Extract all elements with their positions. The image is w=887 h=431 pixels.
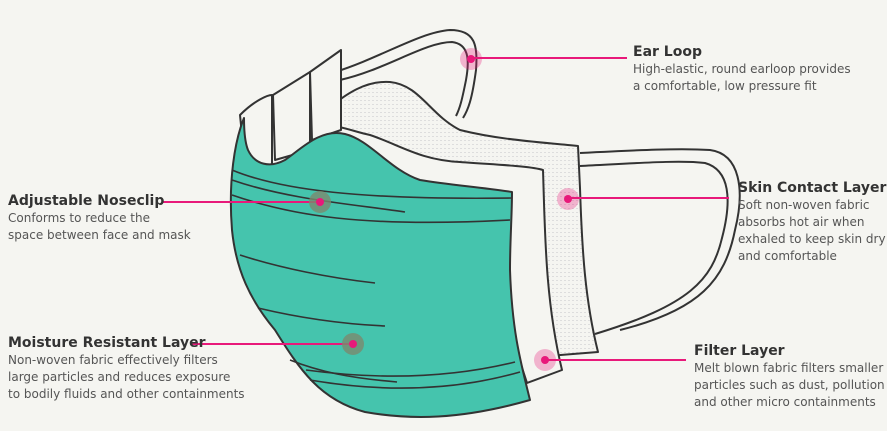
label-title: Skin Contact Layer	[738, 180, 887, 196]
hotspots	[309, 48, 579, 371]
label-text: Non-woven fabric effectively filters	[8, 353, 218, 367]
label-text: Melt blown fabric filters smaller	[694, 361, 884, 375]
label-text: High-elastic, round earloop provides	[633, 62, 851, 76]
label-title: Moisture Resistant Layer	[8, 335, 206, 351]
label-moisture: Moisture Resistant Layer Non-woven fabri…	[8, 334, 245, 403]
label-text: particles such as dust, pollution	[694, 378, 885, 392]
label-text: absorbs hot air when	[738, 215, 865, 229]
label-title: Filter Layer	[694, 343, 785, 359]
moisture-resistant-layer	[229, 117, 531, 418]
label-text: Conforms to reduce the	[8, 211, 150, 225]
label-text: large particles and reduces exposure	[8, 370, 231, 384]
label-title: Adjustable Noseclip	[8, 193, 165, 209]
label-text: Soft non-woven fabric	[738, 198, 870, 212]
label-title: Ear Loop	[633, 44, 702, 60]
label-text: and other micro containments	[694, 395, 876, 409]
label-skin-contact: Skin Contact Layer Soft non-woven fabric…	[738, 179, 886, 265]
label-text: exhaled to keep skin dry	[738, 232, 886, 246]
ear-loop-left	[334, 29, 478, 119]
label-noseclip: Adjustable Noseclip Conforms to reduce t…	[8, 192, 191, 244]
label-text: a comfortable, low pressure fit	[633, 79, 817, 93]
label-text: space between face and mask	[8, 228, 191, 242]
ear-loop-right	[579, 148, 741, 335]
label-text: and comfortable	[738, 249, 837, 263]
label-ear-loop: Ear Loop High-elastic, round earloop pro…	[633, 43, 851, 95]
label-filter: Filter Layer Melt blown fabric filters s…	[694, 342, 885, 411]
pointers	[163, 57, 729, 361]
label-text: to bodily fluids and other containments	[8, 387, 245, 401]
